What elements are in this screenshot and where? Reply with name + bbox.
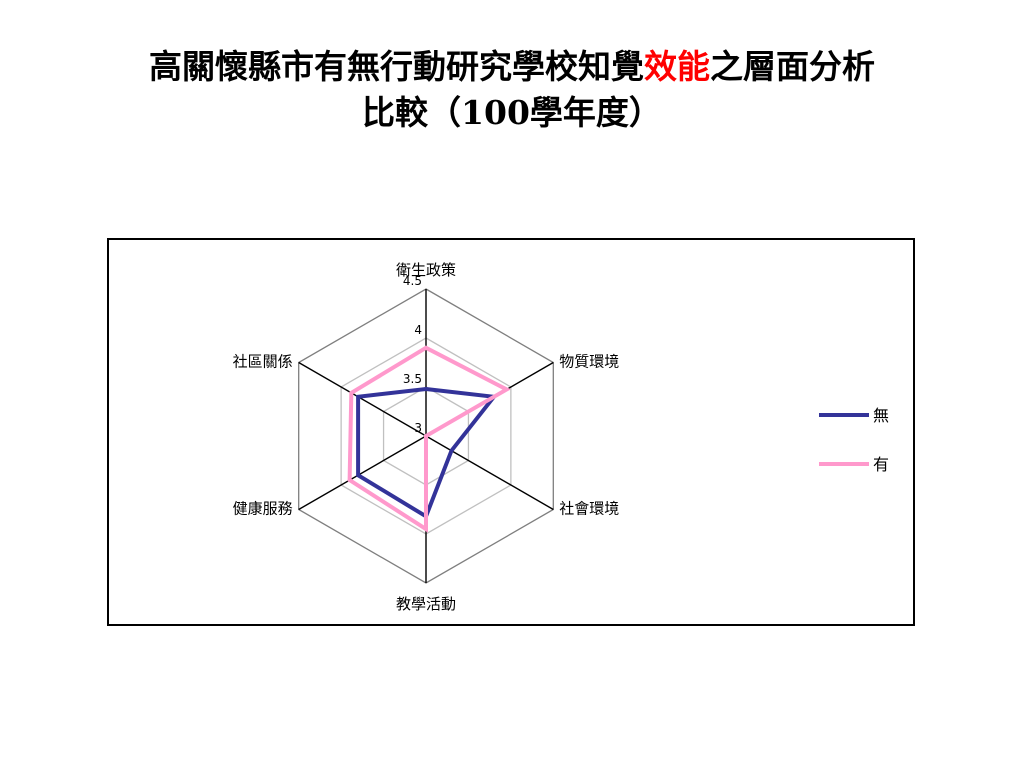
axis-spoke bbox=[425, 435, 554, 511]
category-label: 衛生政策 bbox=[396, 261, 456, 279]
title-line-1: 高關懷縣市有無行動研究學校知覺效能之層面分析 bbox=[0, 44, 1024, 90]
category-label: 物質環境 bbox=[559, 353, 619, 371]
tick-label: 4.5 bbox=[403, 274, 422, 288]
tick-label: 3 bbox=[414, 421, 422, 435]
tick-label: 4 bbox=[414, 323, 422, 337]
category-label: 社會環境 bbox=[559, 500, 619, 518]
title-highlight: 效能 bbox=[644, 47, 710, 86]
slide-title: 高關懷縣市有無行動研究學校知覺效能之層面分析 比較（100學年度） bbox=[0, 44, 1024, 136]
title-line-2: 比較（100學年度） bbox=[362, 93, 662, 132]
legend-label: 無 bbox=[873, 406, 889, 425]
category-label: 健康服務 bbox=[233, 500, 293, 518]
category-label: 教學活動 bbox=[396, 595, 456, 613]
category-label: 社區關係 bbox=[233, 353, 293, 371]
axis-spoke bbox=[298, 361, 427, 437]
tick-label: 3.5 bbox=[403, 372, 422, 386]
axis-spoke bbox=[298, 435, 427, 511]
legend-label: 有 bbox=[873, 455, 889, 474]
series-line bbox=[347, 345, 511, 533]
title-suffix: 之層面分析 bbox=[710, 47, 875, 86]
title-prefix: 高關懷縣市有無行動研究學校知覺 bbox=[149, 47, 644, 86]
